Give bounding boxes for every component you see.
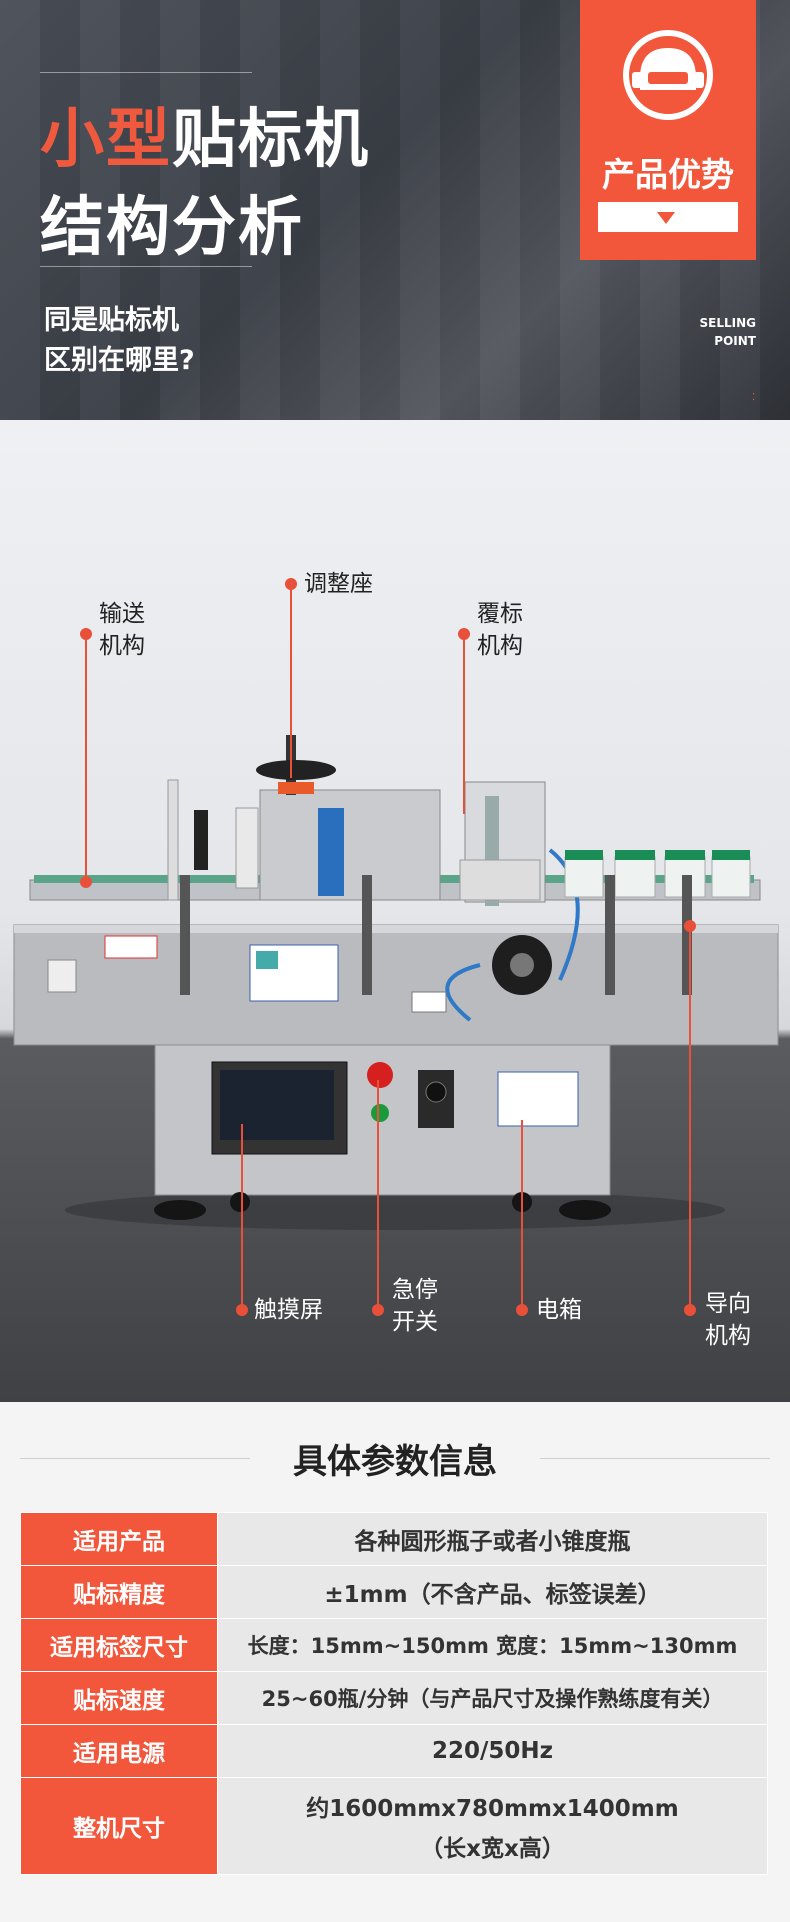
spec-value: 25~60瓶/分钟（与产品尺寸及操作熟练度有关） xyxy=(217,1671,768,1725)
selling-caption-line2: POINT xyxy=(714,334,756,348)
selling-point-caption: SELLING POINT xyxy=(700,314,757,350)
table-row: 贴标速度 25~60瓶/分钟（与产品尺寸及操作熟练度有关） xyxy=(20,1671,768,1725)
table-row: 适用标签尺寸 长度：15mm~150mm 宽度：15mm~130mm xyxy=(20,1618,768,1672)
callout-label-electric-box: 电箱 xyxy=(536,1297,582,1323)
table-row: 适用电源 220/50Hz xyxy=(20,1724,768,1778)
callout-label-conveyor: 输送机构 xyxy=(99,601,145,659)
helmet-icon xyxy=(623,30,713,120)
callout-label-adjust-seat: 调整座 xyxy=(304,571,373,597)
callout-line-cover-label xyxy=(463,638,465,814)
callout-dot-guide-end xyxy=(684,920,696,932)
table-row: 适用产品 各种圆形瓶子或者小锥度瓶 xyxy=(20,1512,768,1566)
callout-label-touchscreen: 触摸屏 xyxy=(254,1297,323,1323)
chevron-down-icon xyxy=(657,212,675,224)
hero-title-line2: 结构分析 xyxy=(40,191,304,265)
spec-value-line2: （长x宽x高） xyxy=(420,1836,565,1862)
callout-dot-guide xyxy=(684,1304,696,1316)
spec-value: ±1mm（不含产品、标签误差） xyxy=(217,1565,768,1619)
hero-banner: 小型贴标机 结构分析 同是贴标机 区别在哪里? SELLING POINT ⁚ … xyxy=(0,0,790,420)
callout-dot-conveyor xyxy=(80,628,92,640)
callout-line-touchscreen xyxy=(241,1124,243,1306)
callout-line-electric-box xyxy=(521,1120,523,1306)
callout-dot-electric-box xyxy=(516,1304,528,1316)
callout-label-estop: 急停开关 xyxy=(392,1277,438,1335)
hero-question-line2: 区别在哪里? xyxy=(44,345,195,376)
callout-label-guide: 导向机构 xyxy=(705,1291,751,1349)
callout-line-estop xyxy=(377,1080,379,1306)
spec-key: 适用电源 xyxy=(20,1724,218,1778)
callout-dot-adjust-seat xyxy=(285,578,297,590)
decorative-dots: ⁚ xyxy=(752,392,756,403)
spec-value: 各种圆形瓶子或者小锥度瓶 xyxy=(217,1512,768,1566)
callout-line-adjust-seat xyxy=(290,588,292,778)
spec-key: 适用标签尺寸 xyxy=(20,1618,218,1672)
callout-dot-touchscreen xyxy=(236,1304,248,1316)
spec-value-line1: 约1600mmx780mmx1400mm xyxy=(306,1796,679,1822)
spec-key: 整机尺寸 xyxy=(20,1777,218,1875)
badge-text: 产品优势 xyxy=(602,155,734,194)
spec-value: 长度：15mm~150mm 宽度：15mm~130mm xyxy=(217,1618,768,1672)
hero-title-rest: 贴标机 xyxy=(172,103,370,177)
spec-key: 适用产品 xyxy=(20,1512,218,1566)
spec-key: 贴标精度 xyxy=(20,1565,218,1619)
specs-title-rule-left xyxy=(20,1458,250,1459)
specs-title-rule-right xyxy=(540,1458,770,1459)
machine-photo: 输送机构 调整座 覆标机构 触摸屏 急停开关 电箱 导向机构 xyxy=(0,420,790,1402)
callout-line-conveyor xyxy=(85,638,87,878)
callout-label-cover-label: 覆标机构 xyxy=(477,601,523,659)
advantage-badge: 产品优势 xyxy=(580,0,756,260)
callout-dot-cover-label xyxy=(458,628,470,640)
table-row: 贴标精度 ±1mm（不含产品、标签误差） xyxy=(20,1565,768,1619)
hero-title-line1: 小型贴标机 xyxy=(40,88,370,180)
spec-key: 贴标速度 xyxy=(20,1671,218,1725)
spec-value: 约1600mmx780mmx1400mm （长x宽x高） xyxy=(217,1777,768,1875)
selling-caption-line1: SELLING xyxy=(699,316,757,330)
labeling-machine-illustration xyxy=(13,735,779,1230)
callout-dot-conveyor-end xyxy=(80,876,92,888)
specs-title: 具体参数信息 xyxy=(293,1442,497,1482)
specs-table: 适用产品 各种圆形瓶子或者小锥度瓶 贴标精度 ±1mm（不含产品、标签误差） 适… xyxy=(20,1512,768,1875)
callout-line-guide xyxy=(689,922,691,1306)
hero-top-rule xyxy=(40,72,252,73)
table-row: 整机尺寸 约1600mmx780mmx1400mm （长x宽x高） xyxy=(20,1777,768,1875)
hero-title-accent: 小型 xyxy=(40,103,172,177)
hero-question-line1: 同是贴标机 xyxy=(44,305,179,336)
spec-value: 220/50Hz xyxy=(217,1724,768,1778)
hero-bottom-rule xyxy=(40,266,252,267)
callout-dot-estop xyxy=(372,1304,384,1316)
